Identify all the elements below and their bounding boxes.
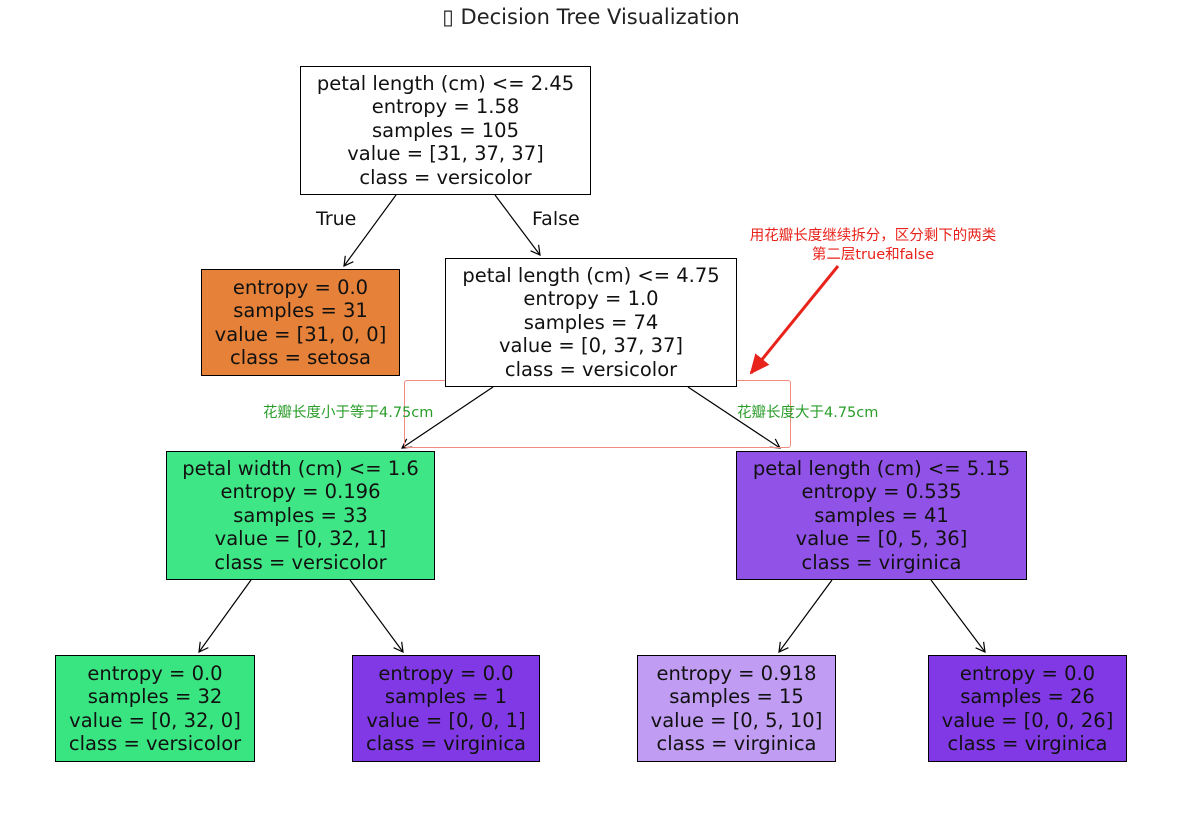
node-text-line: class = virginica bbox=[656, 732, 817, 755]
node-text-line: entropy = 0.196 bbox=[220, 480, 381, 504]
figure-title: ▯ Decision Tree Visualization bbox=[442, 5, 740, 29]
node-text-line: petal length (cm) <= 4.75 bbox=[462, 263, 720, 287]
node-text-line: samples = 26 bbox=[960, 685, 1095, 708]
node-text-line: value = [31, 0, 0] bbox=[214, 322, 387, 346]
tree-edge bbox=[778, 579, 833, 653]
tree-edge bbox=[198, 579, 252, 654]
node-text-line: class = versicolor bbox=[504, 357, 678, 381]
node-text-line: value = [0, 5, 36] bbox=[795, 527, 968, 551]
node-text-line: samples = 105 bbox=[371, 118, 519, 142]
node-text-line: value = [31, 37, 37] bbox=[347, 142, 544, 166]
node-text-line: petal length (cm) <= 5.15 bbox=[752, 456, 1011, 480]
node-text-line: value = [0, 37, 37] bbox=[498, 334, 684, 358]
node-text-line: class = virginica bbox=[947, 732, 1108, 755]
annotation-arrow bbox=[749, 265, 840, 375]
edge-label-true: True bbox=[316, 208, 357, 230]
node-text-line: class = setosa bbox=[230, 346, 371, 369]
node-text-line: petal width (cm) <= 1.6 bbox=[182, 456, 419, 480]
node-text-line: entropy = 0.0 bbox=[87, 661, 223, 685]
node-text-line: value = [0, 0, 26] bbox=[941, 708, 1114, 732]
node-text-line: samples = 31 bbox=[233, 299, 368, 322]
node-text-line: class = virginica bbox=[801, 550, 962, 574]
node-text-line: samples = 41 bbox=[814, 503, 949, 527]
annotation-red-line1: 用花瓣长度继续拆分，区分剩下的两类 bbox=[749, 228, 997, 244]
node-text-line: petal length (cm) <= 2.45 bbox=[316, 71, 575, 95]
node-text-line: entropy = 1.0 bbox=[523, 287, 659, 311]
node-text-line: entropy = 0.0 bbox=[378, 661, 514, 685]
node-text-line: entropy = 0.535 bbox=[801, 480, 962, 504]
tree-edge bbox=[494, 194, 541, 256]
annotation-red: 用花瓣长度继续拆分，区分剩下的两类 第二层true和false bbox=[736, 227, 1010, 265]
node-text-line: entropy = 1.58 bbox=[371, 95, 520, 119]
node-text-line: class = versicolor bbox=[359, 165, 532, 189]
node-text-line: class = versicolor bbox=[214, 550, 387, 574]
node-text-line: value = [0, 0, 1] bbox=[366, 708, 526, 732]
node-text-line: value = [0, 32, 0] bbox=[69, 708, 241, 732]
node-text-line: value = [0, 5, 10] bbox=[650, 708, 823, 732]
annotation-red-line2: 第二层true和false bbox=[811, 247, 935, 263]
tree-edge bbox=[687, 386, 782, 449]
tree-edge bbox=[349, 579, 404, 653]
node-text-line: class = versicolor bbox=[68, 732, 242, 755]
node-text-line: class = virginica bbox=[365, 732, 527, 755]
node-text-line: samples = 74 bbox=[523, 310, 659, 334]
node-text-line: entropy = 0.0 bbox=[232, 275, 369, 299]
node-text-line: samples = 15 bbox=[669, 685, 804, 708]
tree-edge bbox=[400, 386, 494, 449]
edge-label-false: False bbox=[532, 208, 580, 230]
node-text-line: entropy = 0.918 bbox=[656, 661, 817, 685]
tree-edge bbox=[930, 579, 986, 653]
annotation-green-right: 花瓣长度大于4.75cm bbox=[737, 405, 879, 421]
tree-edge bbox=[343, 194, 397, 267]
node-text-line: samples = 33 bbox=[233, 503, 368, 527]
node-text-line: value = [0, 32, 1] bbox=[214, 527, 387, 551]
node-text-line: samples = 32 bbox=[87, 685, 223, 708]
annotation-green-left: 花瓣长度小于等于4.75cm bbox=[263, 405, 434, 421]
node-text-line: entropy = 0.0 bbox=[959, 661, 1096, 685]
node-text-line: samples = 1 bbox=[384, 685, 508, 708]
highlight-box bbox=[404, 380, 791, 448]
